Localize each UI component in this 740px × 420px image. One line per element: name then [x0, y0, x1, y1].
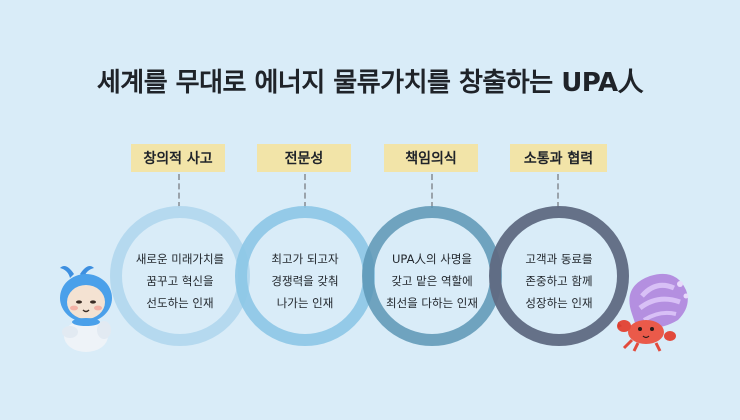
value-label-responsibility: 책임의식 — [384, 144, 478, 172]
value-label-collaboration: 소통과 협력 — [510, 144, 607, 172]
hermit-crab-mascot — [617, 273, 689, 352]
connector-line-4 — [557, 174, 559, 208]
desc-line: 나가는 인재 — [276, 296, 334, 310]
value-desc-responsibility: UPA人의 사명을 갖고 맡은 역할에 최선을 다하는 인재 — [367, 248, 497, 314]
page-title: 세계를 무대로 에너지 물류가치를 창출하는 UPA人 — [96, 68, 644, 98]
desc-line: 꿈꾸고 혁신을 — [146, 274, 214, 288]
desc-line: 갖고 맡은 역할에 — [391, 274, 473, 288]
desc-line: 최선을 다하는 인재 — [386, 296, 478, 310]
desc-line: 고객과 동료를 — [525, 252, 593, 266]
desc-line: 새로운 미래가치를 — [135, 252, 225, 266]
desc-line: UPA人의 사명을 — [392, 252, 472, 266]
desc-line: 성장하는 인재 — [525, 296, 593, 310]
desc-line: 선도하는 인재 — [146, 296, 214, 310]
connector-line-3 — [431, 174, 433, 208]
desc-line: 최고가 되고자 — [271, 252, 339, 266]
value-desc-expertise: 최고가 되고자 경쟁력을 갖춰 나가는 인재 — [240, 248, 370, 314]
value-desc-creative: 새로운 미래가치를 꿈꾸고 혁신을 선도하는 인재 — [115, 248, 245, 314]
value-label-creative: 창의적 사고 — [131, 144, 225, 172]
value-desc-collaboration: 고객과 동료를 존중하고 함께 성장하는 인재 — [494, 248, 624, 314]
desc-line: 경쟁력을 갖춰 — [271, 274, 339, 288]
ring-collaboration — [489, 206, 629, 346]
connector-line-2 — [304, 174, 306, 208]
desc-line: 존중하고 함께 — [525, 274, 593, 288]
whale-mascot — [60, 266, 112, 352]
connector-line-1 — [178, 174, 180, 208]
value-label-expertise: 전문성 — [257, 144, 351, 172]
